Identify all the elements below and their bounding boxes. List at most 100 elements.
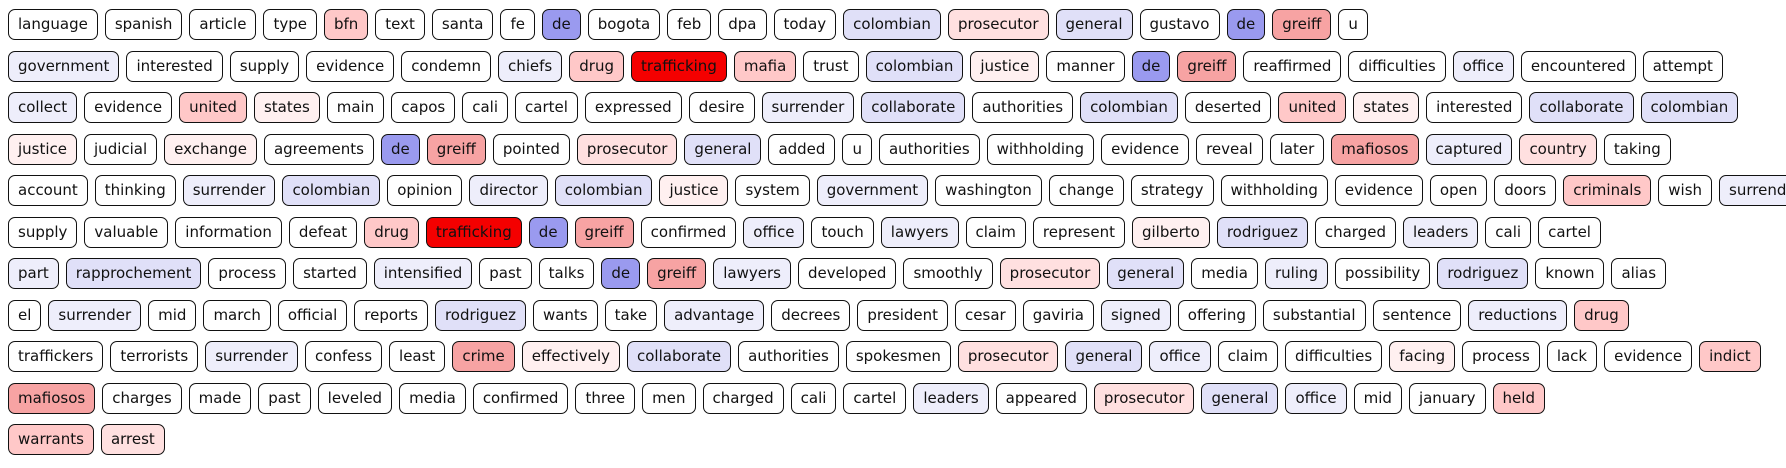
word-token: started: [293, 258, 367, 289]
word-token: later: [1269, 133, 1325, 165]
word-token: lawyers: [713, 258, 791, 289]
word-token: collect: [8, 92, 78, 123]
word-token: added: [768, 133, 836, 165]
word-token: valuable: [84, 216, 169, 248]
word-token: surrender: [48, 299, 142, 331]
word-token: language: [8, 9, 98, 40]
word-token: de: [528, 216, 568, 248]
word-token: criminals: [1563, 175, 1652, 206]
word-token: de: [381, 133, 420, 165]
word-token: rodriguez: [1216, 216, 1308, 248]
word-token: advantage: [664, 299, 765, 331]
word-token: mid: [148, 299, 197, 331]
word-token: developed: [797, 258, 897, 289]
word-token: claim: [965, 216, 1026, 248]
word-token: charged: [1314, 216, 1396, 248]
word-token: doors: [1494, 175, 1557, 206]
word-token: lack: [1546, 341, 1598, 372]
word-token: rodriguez: [1437, 258, 1529, 289]
word-token: strategy: [1130, 175, 1214, 206]
word-token: colombian: [865, 50, 964, 82]
word-token: past: [258, 382, 311, 414]
word-token: prosecutor: [1093, 382, 1195, 414]
word-token: encountered: [1520, 50, 1636, 82]
word-token: greiff: [647, 258, 707, 289]
word-token: cali: [790, 382, 837, 414]
word-token: states: [253, 92, 320, 123]
word-token: evidence: [84, 92, 173, 123]
word-token: decrees: [771, 299, 851, 331]
word-token: prosecutor: [947, 9, 1049, 40]
word-token: gustavo: [1139, 9, 1220, 40]
word-token: confess: [304, 341, 383, 372]
word-token: colombian: [1080, 92, 1178, 123]
word-token: collaborate: [627, 341, 732, 372]
word-token: expressed: [584, 92, 682, 123]
word-token: smoothly: [903, 258, 993, 289]
word-token: wants: [532, 299, 598, 331]
word-token: de: [1131, 50, 1171, 82]
word-token: trust: [803, 50, 859, 82]
word-token: united: [179, 92, 247, 123]
word-token: touch: [811, 216, 874, 248]
word-token: leveled: [317, 382, 393, 414]
word-token: general: [1055, 9, 1133, 40]
word-token: collaborate: [861, 92, 966, 123]
word-token: warrants: [8, 424, 94, 455]
word-token: washington: [935, 175, 1042, 206]
word-token: general: [684, 133, 762, 165]
word-token: confirmed: [472, 382, 569, 414]
word-token: drug: [364, 216, 419, 248]
word-token: office: [1285, 382, 1347, 414]
word-token: today: [773, 9, 837, 40]
word-token: office: [1149, 341, 1211, 372]
word-token: colombian: [1640, 92, 1739, 123]
word-token: least: [389, 341, 446, 372]
word-token: leaders: [913, 382, 989, 414]
word-token: difficulties: [1348, 50, 1446, 82]
word-token: supply: [229, 50, 300, 82]
word-token: intensified: [373, 258, 473, 289]
word-token: condemn: [401, 50, 491, 82]
word-token: cartel: [843, 382, 907, 414]
word-token: opinion: [387, 175, 463, 206]
word-token: official: [277, 299, 348, 331]
word-token: surrender: [1719, 175, 1786, 206]
word-token: part: [8, 258, 59, 289]
word-token: mafiosos: [1331, 133, 1419, 165]
word-token: greiff: [1272, 9, 1332, 40]
word-token: open: [1429, 175, 1488, 206]
word-token: authorities: [738, 341, 839, 372]
word-token: manner: [1046, 50, 1125, 82]
word-token: colombian: [843, 9, 941, 40]
word-token: drug: [1574, 299, 1629, 331]
word-token: withholding: [1220, 175, 1328, 206]
word-token: justice: [659, 175, 729, 206]
word-token: thinking: [94, 175, 176, 206]
word-token: el: [8, 299, 42, 331]
word-token: justice: [8, 133, 78, 165]
word-token: media: [1191, 258, 1258, 289]
word-token: office: [743, 216, 805, 248]
word-token: march: [203, 299, 271, 331]
word-token: government: [8, 50, 120, 82]
word-token: taking: [1603, 133, 1671, 165]
word-token: bfn: [323, 9, 369, 40]
word-token: leaders: [1402, 216, 1479, 248]
word-token: charges: [102, 382, 182, 414]
word-token: government: [816, 175, 929, 206]
word-token: fe: [500, 9, 535, 40]
word-token: held: [1492, 382, 1545, 414]
word-token: claim: [1217, 341, 1279, 372]
word-token: article: [189, 9, 257, 40]
word-token: justice: [970, 50, 1040, 82]
word-token: dpa: [718, 9, 767, 40]
word-token: withholding: [986, 133, 1095, 165]
